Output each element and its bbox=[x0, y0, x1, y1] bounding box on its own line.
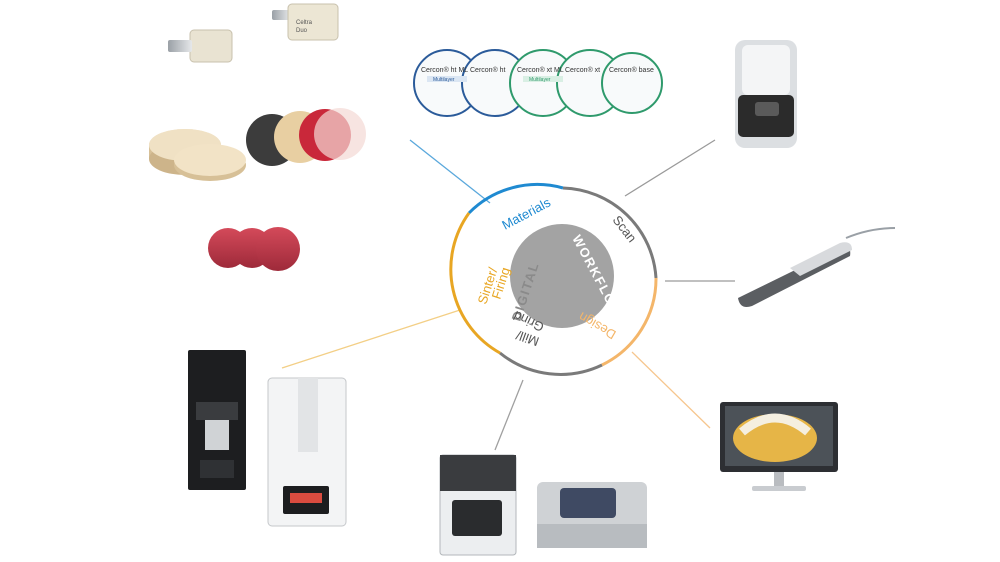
disc-label-ht: Cercon® ht bbox=[470, 66, 506, 74]
ring-materials-arc bbox=[467, 183, 564, 215]
ring-design-arc bbox=[601, 277, 658, 367]
block-label-celtra: Celtra bbox=[296, 20, 313, 26]
red-discs-image bbox=[208, 227, 300, 271]
cad-blocks-image: Celtra Duo bbox=[168, 3, 339, 63]
disc-badge-3: Multilayer bbox=[529, 77, 551, 83]
design-monitor-image bbox=[720, 402, 838, 491]
disc-badge-1: Multilayer bbox=[433, 77, 455, 83]
sinter-furnaces-image bbox=[188, 350, 347, 527]
workflow-hub bbox=[449, 183, 658, 376]
connector-materials bbox=[409, 139, 491, 204]
disc-label-ht-ml: Cercon® ht ML bbox=[421, 66, 468, 74]
connector-scan bbox=[624, 139, 716, 197]
connector-sinter bbox=[281, 309, 461, 369]
milling-units-image bbox=[439, 454, 647, 556]
beige-discs-image bbox=[149, 129, 246, 181]
cercon-discs-image: Cercon® ht ML Cercon® ht Cercon® xt ML C… bbox=[413, 49, 663, 117]
block-label-duo: Duo bbox=[296, 28, 308, 34]
ring-mill-arc bbox=[499, 351, 603, 376]
inner-disc bbox=[510, 224, 614, 328]
ring-scan-arc bbox=[562, 186, 658, 279]
disc-label-xt: Cercon® xt bbox=[565, 66, 600, 74]
desktop-scanner-image bbox=[735, 40, 797, 148]
colored-discs-image bbox=[246, 108, 366, 166]
connector-design bbox=[631, 351, 711, 429]
disc-label-base: Cercon® base bbox=[609, 66, 654, 74]
stage-label-scan: Scan bbox=[610, 213, 640, 246]
connector-mill bbox=[494, 379, 524, 451]
intraoral-scanner-image bbox=[738, 227, 896, 307]
disc-label-xt-ml: Cercon® xt ML bbox=[517, 66, 564, 74]
ring-sinter-arc bbox=[449, 212, 501, 355]
connector-lines bbox=[281, 139, 735, 451]
